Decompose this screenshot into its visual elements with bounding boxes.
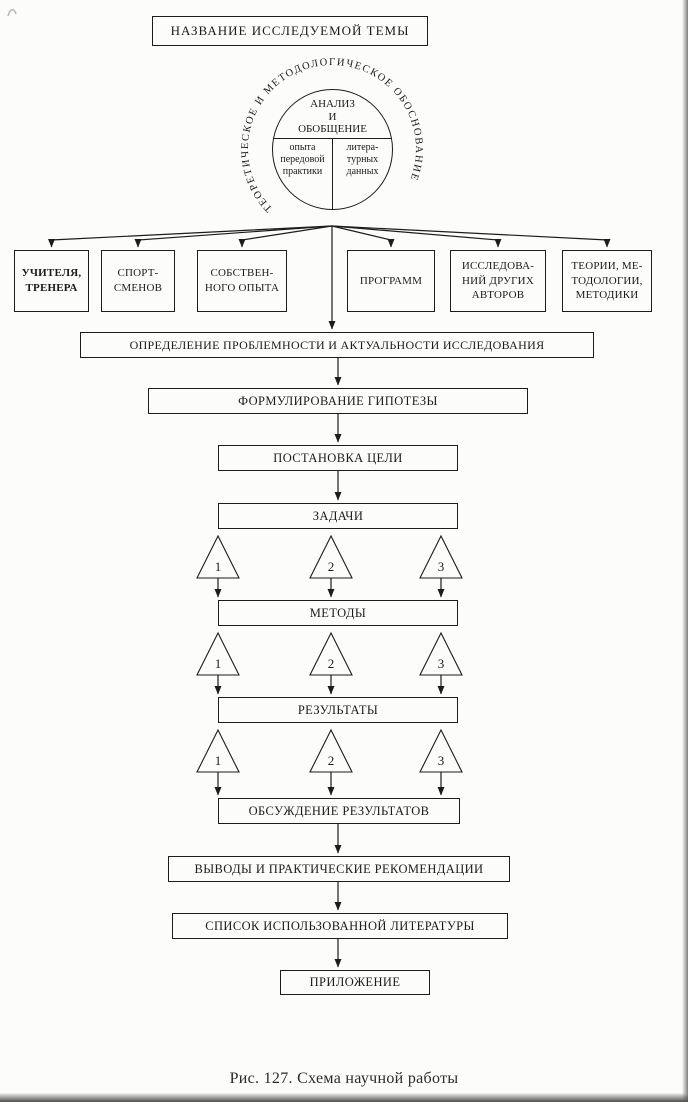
pen-mark xyxy=(7,9,17,17)
triangle-row-methods: 1 2 3 xyxy=(196,631,463,695)
triangle-number: 3 xyxy=(438,559,445,574)
circle-header: АНАЛИЗ И ОБОБЩЕНИЕ xyxy=(298,98,367,136)
fan-arrow-programs xyxy=(331,225,395,248)
triangle-number: 1 xyxy=(215,559,222,574)
title-box: НАЗВАНИЕ ИССЛЕДУЕМОЙ ТЕМЫ xyxy=(152,16,428,46)
source-box-athletes: СПОРТ- СМЕНОВ xyxy=(101,250,175,312)
conclusions-box: ВЫВОДЫ И ПРАКТИЧЕСКИЕ РЕКОМЕНДАЦИИ xyxy=(168,856,510,882)
triangle-number: 2 xyxy=(328,656,335,671)
figure-caption: Рис. 127. Схема научной работы xyxy=(229,1070,459,1087)
source-box-theories-methodology: ТЕОРИИ, МЕ- ТОДОЛОГИИ, МЕТОДИКИ xyxy=(562,250,652,312)
discussion-box: ОБСУЖДЕНИЕ РЕЗУЛЬТАТОВ xyxy=(218,798,460,824)
methods-box: МЕТОДЫ xyxy=(218,600,458,626)
fan-arrow-teachers xyxy=(48,225,333,248)
triangle-2 xyxy=(309,534,353,579)
triangle-number: 3 xyxy=(438,656,445,671)
appendix-box: ПРИЛОЖЕНИЕ xyxy=(280,970,430,995)
scan-edge-right xyxy=(682,0,688,1102)
triangle-3 xyxy=(419,631,463,676)
source-box-teachers-coaches: УЧИТЕЛЯ, ТРЕНЕРА xyxy=(14,250,89,312)
source-box-other-authors-research: ИССЛЕДОВА- НИЙ ДРУГИХ АВТОРОВ xyxy=(450,250,546,312)
fan-arrow-other-authors xyxy=(331,225,502,248)
triangle-1 xyxy=(196,534,240,579)
fan-arrow-theories xyxy=(331,225,611,248)
triangle-3 xyxy=(419,534,463,579)
circle-table: опыта передовой практики литера- турных … xyxy=(273,138,392,209)
triangle-row-results: 1 2 3 xyxy=(196,728,463,796)
triangle-row-tasks: 1 2 3 xyxy=(196,534,463,598)
triangle-number: 1 xyxy=(215,656,222,671)
hypothesis-box: ФОРМУЛИРОВАНИЕ ГИПОТЕЗЫ xyxy=(148,388,528,414)
triangle-2 xyxy=(309,728,353,773)
results-box: РЕЗУЛЬТАТЫ xyxy=(218,697,458,723)
triangle-3 xyxy=(419,728,463,773)
triangle-2 xyxy=(309,631,353,676)
tasks-box: ЗАДАЧИ xyxy=(218,503,458,529)
problem-box: ОПРЕДЕЛЕНИЕ ПРОБЛЕМНОСТИ И АКТУАЛЬНОСТИ … xyxy=(80,332,594,358)
references-box: СПИСОК ИСПОЛЬЗОВАННОЙ ЛИТЕРАТУРЫ xyxy=(172,913,508,939)
fan-arrow-own-experience xyxy=(238,225,333,248)
triangle-1 xyxy=(196,728,240,773)
triangle-number: 1 xyxy=(215,753,222,768)
scan-edge-bottom xyxy=(0,1093,688,1102)
triangle-number: 3 xyxy=(438,753,445,768)
source-box-own-experience: СОБСТВЕН- НОГО ОПЫТА xyxy=(197,250,287,312)
triangle-number: 2 xyxy=(328,753,335,768)
triangle-number: 2 xyxy=(328,559,335,574)
goal-box: ПОСТАНОВКА ЦЕЛИ xyxy=(218,445,458,471)
source-box-programs: ПРОГРАММ xyxy=(347,250,435,312)
circle-cell-literature: литера- турных данных xyxy=(332,139,392,209)
circle-cell-practice: опыта передовой практики xyxy=(280,142,325,177)
triangle-1 xyxy=(196,631,240,676)
analysis-circle: АНАЛИЗ И ОБОБЩЕНИЕ опыта передовой практ… xyxy=(272,89,393,210)
fan-arrow-athletes xyxy=(134,225,333,248)
